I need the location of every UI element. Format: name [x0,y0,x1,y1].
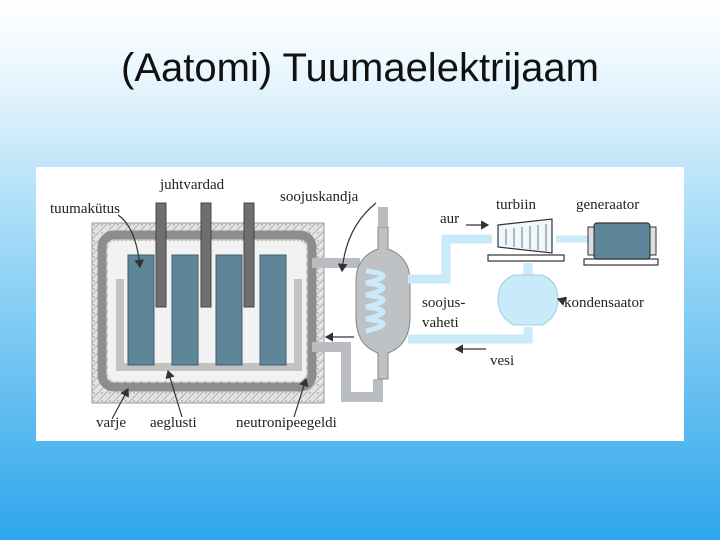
label-coolant: soojuskandja [280,189,359,205]
generator-cap [649,226,657,256]
fuel-rod [171,254,199,366]
label-steam: aur [440,211,459,227]
heat-exchanger-coil [365,268,386,334]
label-control-rods: juhtvardad [159,177,225,193]
diagram-svg: juhtvardad soojuskandja tuumakütus aur t… [50,177,659,431]
coolant-pipe [312,258,383,402]
label-generator: generaator [576,197,639,213]
condenser-arrow [556,296,567,306]
water-pipe [408,327,533,344]
fuel-rod [259,254,287,366]
label-heat-exchanger-1: soojus- [422,295,465,311]
control-rod [155,202,167,308]
label-water: vesi [490,353,514,369]
moderator-arrow [165,369,183,418]
condenser [497,274,559,326]
fuel-rod [215,254,243,366]
steam-pipe [408,234,492,284]
coolant-arrow [337,202,377,273]
reflector-arrow [293,377,309,418]
label-moderator: aeglusti [150,415,197,431]
generator-base [583,258,659,266]
generator-cap [587,226,595,256]
label-heat-exchanger-2: vaheti [422,315,459,331]
label-fuel: tuumakütus [50,201,120,217]
coolant-channel [116,279,302,371]
turbine-base [487,254,565,262]
reactor-diagram: juhtvardad soojuskandja tuumakütus aur t… [36,167,684,441]
slide-title: (Aatomi) Tuumaelektrijaam [121,46,599,90]
label-shield: varje [96,415,126,431]
turbine-blades [505,224,547,251]
generator [593,222,651,260]
shield-arrow [111,387,129,420]
label-condenser: kondensaator [564,295,644,311]
control-rod [243,202,255,308]
fuel-arrow [117,214,145,269]
label-turbine: turbiin [496,197,536,213]
control-rod [200,202,212,308]
fuel-rod [127,254,155,366]
label-neutron-reflector: neutronipeegeldi [236,415,337,431]
